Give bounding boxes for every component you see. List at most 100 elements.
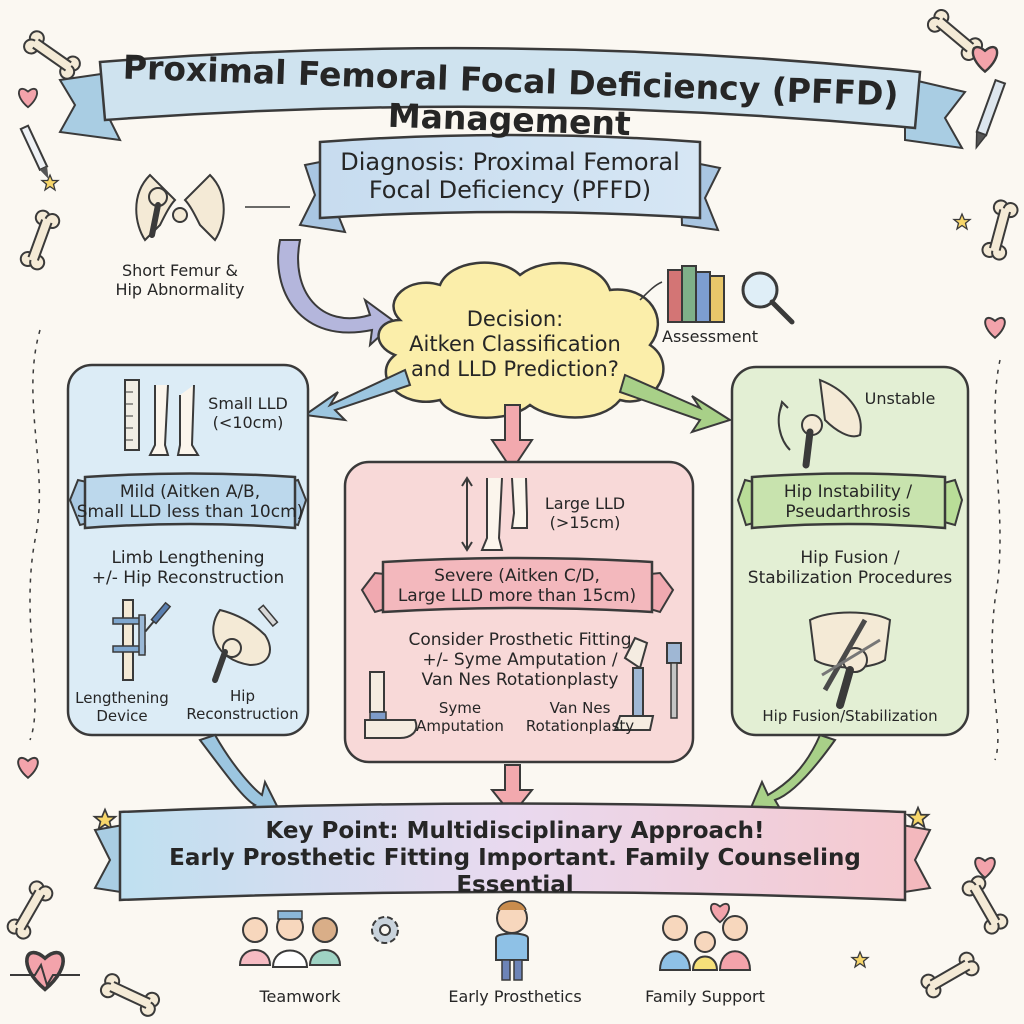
bone-icon	[4, 877, 56, 943]
unstable-hip-icon	[777, 378, 862, 469]
star-icon	[906, 806, 930, 828]
bone-icon	[959, 872, 1011, 938]
vannes-line-2: Rotationplasty	[525, 716, 635, 735]
key-point-line-2: Early Prosthetic Fitting Important. Fami…	[169, 845, 861, 899]
mild-lld-label: Small LLD (<10cm)	[208, 394, 288, 433]
side-label-line-2: Hip Abnormality	[115, 279, 245, 299]
bone-icon	[97, 970, 163, 1020]
severe-treatment-line-2: +/- Syme Amputation /	[422, 650, 618, 671]
star-icon	[851, 951, 869, 968]
title-banner	[58, 46, 967, 150]
severe-banner-text: Severe (Aitken C/D, Large LLD more than …	[384, 566, 650, 606]
magnifier-icon	[741, 271, 795, 325]
assessment-label: Assessment	[662, 327, 758, 346]
diagnosis-side-label: Short Femur & Hip Abnormality	[100, 261, 260, 300]
mild-treatment: Limb Lengthening +/- Hip Reconstruction	[78, 548, 298, 588]
hip-banner-text: Hip Instability / Pseudarthrosis	[738, 482, 958, 522]
recon-line-2: Reconstruction	[186, 704, 299, 723]
bone-icon	[917, 949, 983, 1001]
key-point-text: Key Point: Multidisciplinary Approach! E…	[140, 818, 890, 899]
syme-amputation-icon	[364, 671, 418, 739]
legs-icon	[480, 477, 528, 551]
screwdriver-icon	[144, 601, 172, 633]
key-point-line-1: Key Point: Multidisciplinary Approach!	[265, 818, 765, 844]
bone-icon	[20, 27, 84, 83]
severe-treatment: Consider Prosthetic Fitting +/- Syme Amp…	[375, 630, 665, 690]
lengthening-device-label: Lengthening Device	[72, 689, 172, 725]
heartbeat-icon	[10, 950, 80, 992]
recon-line-1: Hip	[230, 687, 255, 705]
mild-banner-text: Mild (Aitken A/B, Small LLD less than 10…	[66, 482, 314, 522]
bone-icon	[979, 197, 1021, 263]
unstable-label: Unstable	[864, 389, 936, 408]
bone-icon	[17, 207, 63, 273]
family-icon	[658, 915, 752, 971]
side-label-line-1: Short Femur &	[121, 261, 239, 280]
hip-banner-line-2: Pseudarthrosis	[785, 502, 911, 523]
prosthetic-leg-icon	[613, 636, 682, 731]
mild-treatment-line-2: +/- Hip Reconstruction	[91, 568, 285, 589]
decision-line-1: Decision:	[466, 307, 564, 331]
decision-text: Decision: Aitken Classification and LLD …	[385, 307, 645, 381]
hip-banner-line-1: Hip Instability /	[783, 482, 913, 502]
hip-reconstruction-label: Hip Reconstruction	[180, 687, 305, 723]
severe-banner-line-2: Large LLD more than 15cm)	[397, 586, 637, 607]
footer-family-support: Family Support	[645, 987, 765, 1006]
pen-icon	[19, 124, 49, 180]
footer-teamwork: Teamwork	[259, 987, 341, 1006]
heart-icon	[18, 87, 38, 109]
hip-fusion-caption: Hip Fusion/Stabilization	[762, 707, 938, 725]
syme-line-2: Amputation	[416, 716, 504, 735]
gear-icon	[371, 916, 399, 944]
hip-fusion-icon	[808, 611, 892, 709]
mild-banner	[83, 472, 297, 530]
star-icon	[41, 174, 59, 191]
books-icon	[667, 265, 725, 323]
hip-treatment-line-2: Stabilization Procedures	[747, 568, 953, 589]
mild-banner-line-1: Mild (Aitken A/B,	[119, 482, 261, 502]
severe-lld-line-1: Large LLD	[544, 494, 626, 513]
heart-icon	[974, 856, 996, 879]
pen-icon	[975, 78, 1007, 150]
hip-treatment: Hip Fusion / Stabilization Procedures	[742, 548, 958, 588]
ruler-icon	[124, 379, 140, 451]
van-nes-label: Van Nes Rotationplasty	[520, 699, 640, 735]
severe-lld-line-2: (>15cm)	[549, 512, 621, 532]
child-icon	[495, 900, 529, 981]
severe-panel	[343, 460, 695, 764]
device-line-2: Device	[96, 706, 148, 725]
syme-label: Syme Amputation	[410, 699, 510, 735]
device-line-1: Lengthening	[75, 689, 169, 707]
heart-icon	[971, 45, 999, 73]
diagnosis-banner	[298, 133, 722, 234]
hip-banner	[750, 472, 947, 530]
decision-cloud	[377, 261, 665, 419]
star-icon	[953, 213, 971, 230]
diagnosis-title: Diagnosis: Proximal Femoral Focal Defici…	[325, 148, 695, 205]
hip-treatment-line-1: Hip Fusion /	[800, 548, 900, 568]
footer-early-prosthetics: Early Prosthetics	[448, 987, 582, 1006]
screw-icon	[257, 604, 279, 628]
measure-arrow-icon	[461, 476, 473, 552]
key-point-banner	[93, 802, 932, 902]
team-icon	[238, 910, 342, 968]
severe-banner-line-1: Severe (Aitken C/D,	[434, 566, 600, 586]
decision-line-3: and LLD Prediction?	[411, 356, 619, 381]
heart-icon	[984, 316, 1006, 339]
decision-line-2: Aitken Classification	[409, 331, 621, 356]
legs-icon	[148, 384, 200, 456]
hip-bone-icon	[135, 173, 225, 242]
vannes-line-1: Van Nes	[549, 699, 611, 717]
syme-line-1: Syme	[438, 699, 482, 717]
diagnosis-line-1: Diagnosis: Proximal Femoral	[340, 148, 680, 176]
mild-lld-line-1: Small LLD	[208, 394, 288, 413]
mild-lld-line-2: (<10cm)	[212, 412, 284, 432]
hip-reconstruction-icon	[212, 608, 271, 683]
heart-icon	[17, 756, 39, 779]
diagnosis-line-2: Focal Deficiency (PFFD)	[368, 176, 652, 205]
severe-banner	[381, 556, 654, 614]
mild-treatment-line-1: Limb Lengthening	[111, 548, 265, 568]
mild-banner-line-2: Small LLD less than 10cm)	[76, 502, 304, 523]
